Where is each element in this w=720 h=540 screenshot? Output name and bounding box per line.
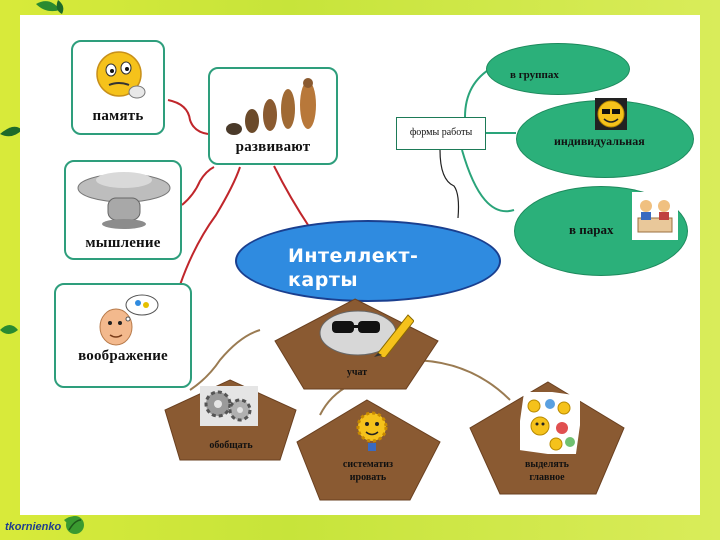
link-memory — [167, 99, 209, 135]
pentagon-highlight-line1: выделять — [525, 459, 569, 470]
sun-icon — [356, 411, 388, 451]
central-topic-oval — [235, 220, 501, 302]
node-memory: память — [71, 40, 165, 135]
node-imagination-label: воображение — [78, 348, 168, 364]
link-center-top — [273, 165, 311, 229]
imagination-icon — [99, 294, 159, 346]
footer-brand: tkornienko — [5, 521, 62, 533]
link-study — [189, 329, 261, 391]
link-forms-center — [439, 149, 460, 219]
pentagon-systematize-line2: ировать — [349, 472, 387, 483]
oval-groups-label: в группах — [510, 69, 559, 81]
smiley-icon — [595, 98, 627, 130]
link-thinking — [181, 166, 215, 206]
pentagon-highlight-label: выделять главное — [502, 458, 592, 484]
pair-work-icon — [632, 192, 678, 240]
forms-of-work-box: формы работы — [396, 117, 486, 150]
gears-icon — [200, 386, 258, 426]
node-memory-label: память — [92, 108, 144, 124]
pentagon-systematize-label: систематиз ировать — [323, 458, 413, 484]
footer-leaf-icon — [66, 516, 84, 534]
pentagon-systematize-line1: систематиз — [342, 459, 394, 470]
central-topic-title: Интеллект-карты — [288, 245, 419, 291]
node-thinking: мышление — [64, 160, 182, 260]
thinking-face-icon — [96, 51, 146, 99]
node-imagination: воображение — [54, 283, 192, 388]
pentagon-highlight-line2: главное — [529, 472, 565, 483]
thinking-cloud-icon — [77, 172, 171, 229]
emoji-faces-icon — [520, 392, 580, 454]
link-imagination — [179, 166, 241, 286]
oval-individual-label: индивидуальная — [554, 134, 645, 148]
evolution-icon — [226, 78, 316, 135]
link-forms-pairs — [461, 149, 515, 213]
pencil-glasses-icon — [319, 310, 414, 357]
pentagon-generalize-label: обобщать — [209, 440, 253, 451]
node-develop-label: развивают — [235, 139, 311, 155]
oval-pairs-label: в парах — [569, 222, 614, 237]
oval-groups — [486, 43, 630, 95]
node-develop: развивают — [208, 67, 338, 165]
node-thinking-label: мышление — [85, 235, 161, 251]
pentagon-study-label: учат — [346, 367, 368, 378]
forms-of-work-label: формы работы — [409, 127, 473, 138]
